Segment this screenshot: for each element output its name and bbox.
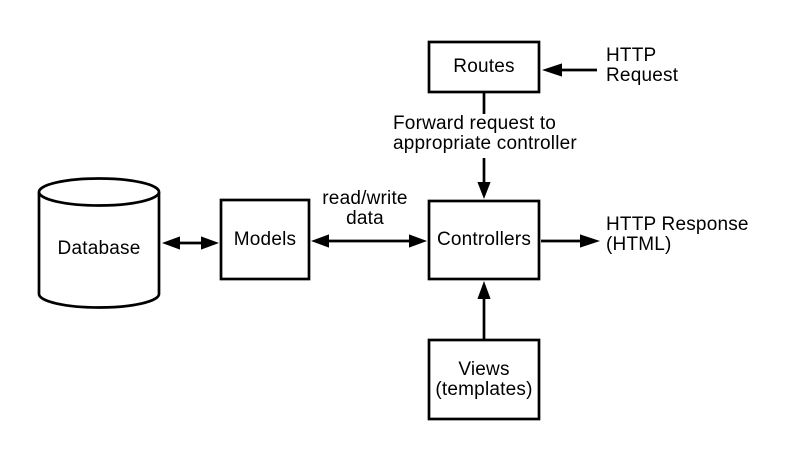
edge-models-controllers <box>311 234 427 248</box>
database-cylinder-top <box>37 177 161 207</box>
http-request-label: HTTP Request <box>606 45 679 86</box>
models-box <box>219 198 311 281</box>
http-response-label: HTTP Response (HTML) <box>606 214 749 255</box>
edge-httprequest-to-routes <box>542 63 597 77</box>
read-write-label: read/write data <box>322 188 408 229</box>
views-box <box>427 338 541 421</box>
database-label: Database <box>57 238 141 259</box>
edge-routes-to-controllers <box>477 93 491 199</box>
controllers-label: Controllers <box>436 229 532 250</box>
routes-box <box>427 40 541 94</box>
models-label: Models <box>233 228 297 250</box>
edge-views-to-controllers <box>477 281 491 339</box>
edge-controllers-to-response <box>541 234 600 248</box>
controllers-box <box>427 199 541 281</box>
edge-database-models <box>162 236 219 250</box>
database-cylinder-body <box>37 192 161 309</box>
routes-label: Routes <box>453 56 515 77</box>
views-label: Views (templates) <box>435 358 533 400</box>
forward-request-label: Forward request to appropriate controlle… <box>393 113 577 154</box>
